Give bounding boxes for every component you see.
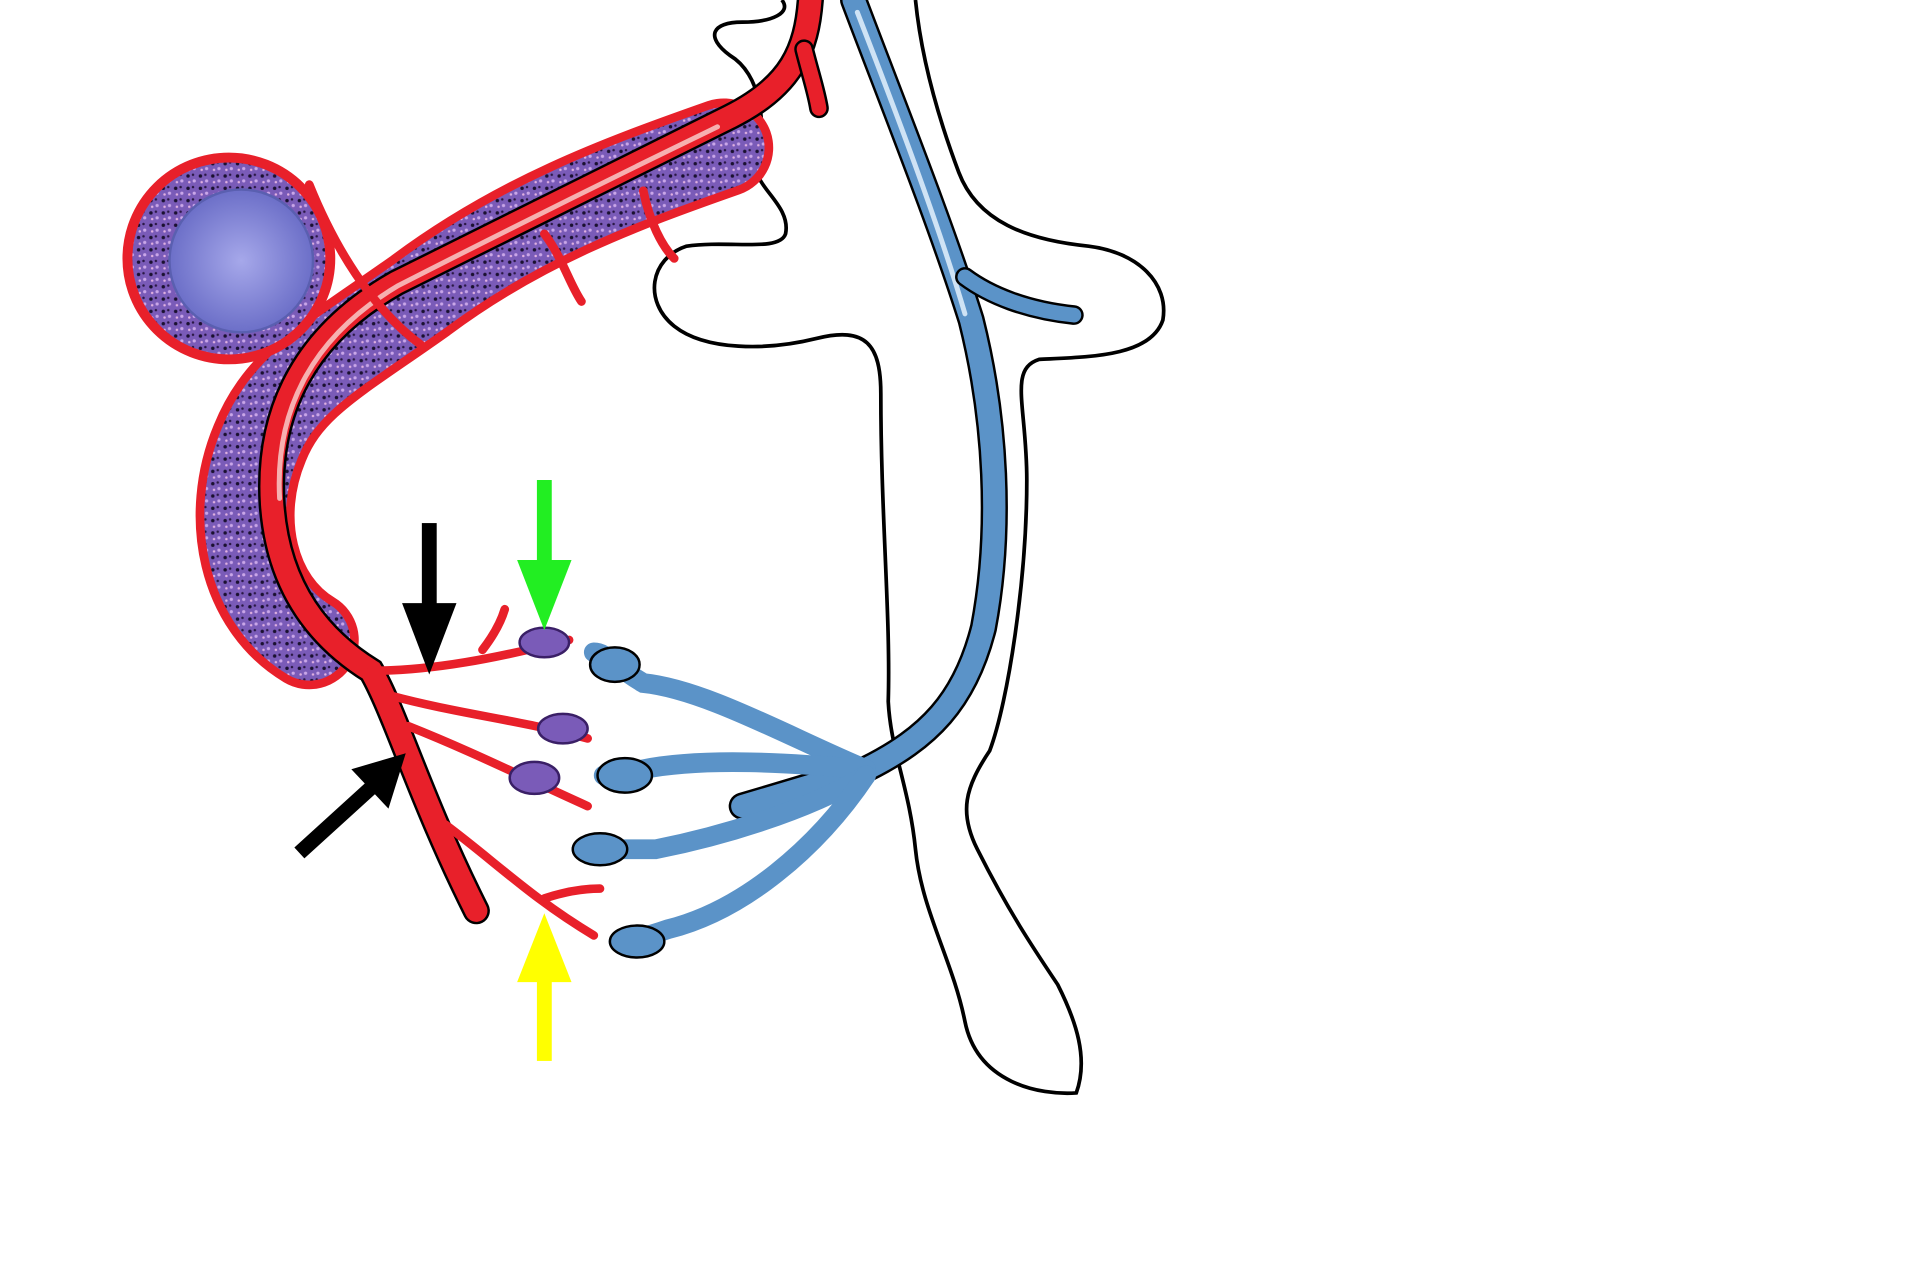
arrow-black-diagonal — [294, 753, 406, 859]
glomerulus — [168, 188, 315, 334]
organ-outline — [652, 0, 1166, 1096]
vein — [571, 0, 1084, 959]
arrow-green-down — [517, 480, 572, 631]
arrow-black-down — [402, 523, 457, 675]
arrow-yellow-up — [517, 913, 572, 1061]
artery — [257, 0, 829, 940]
